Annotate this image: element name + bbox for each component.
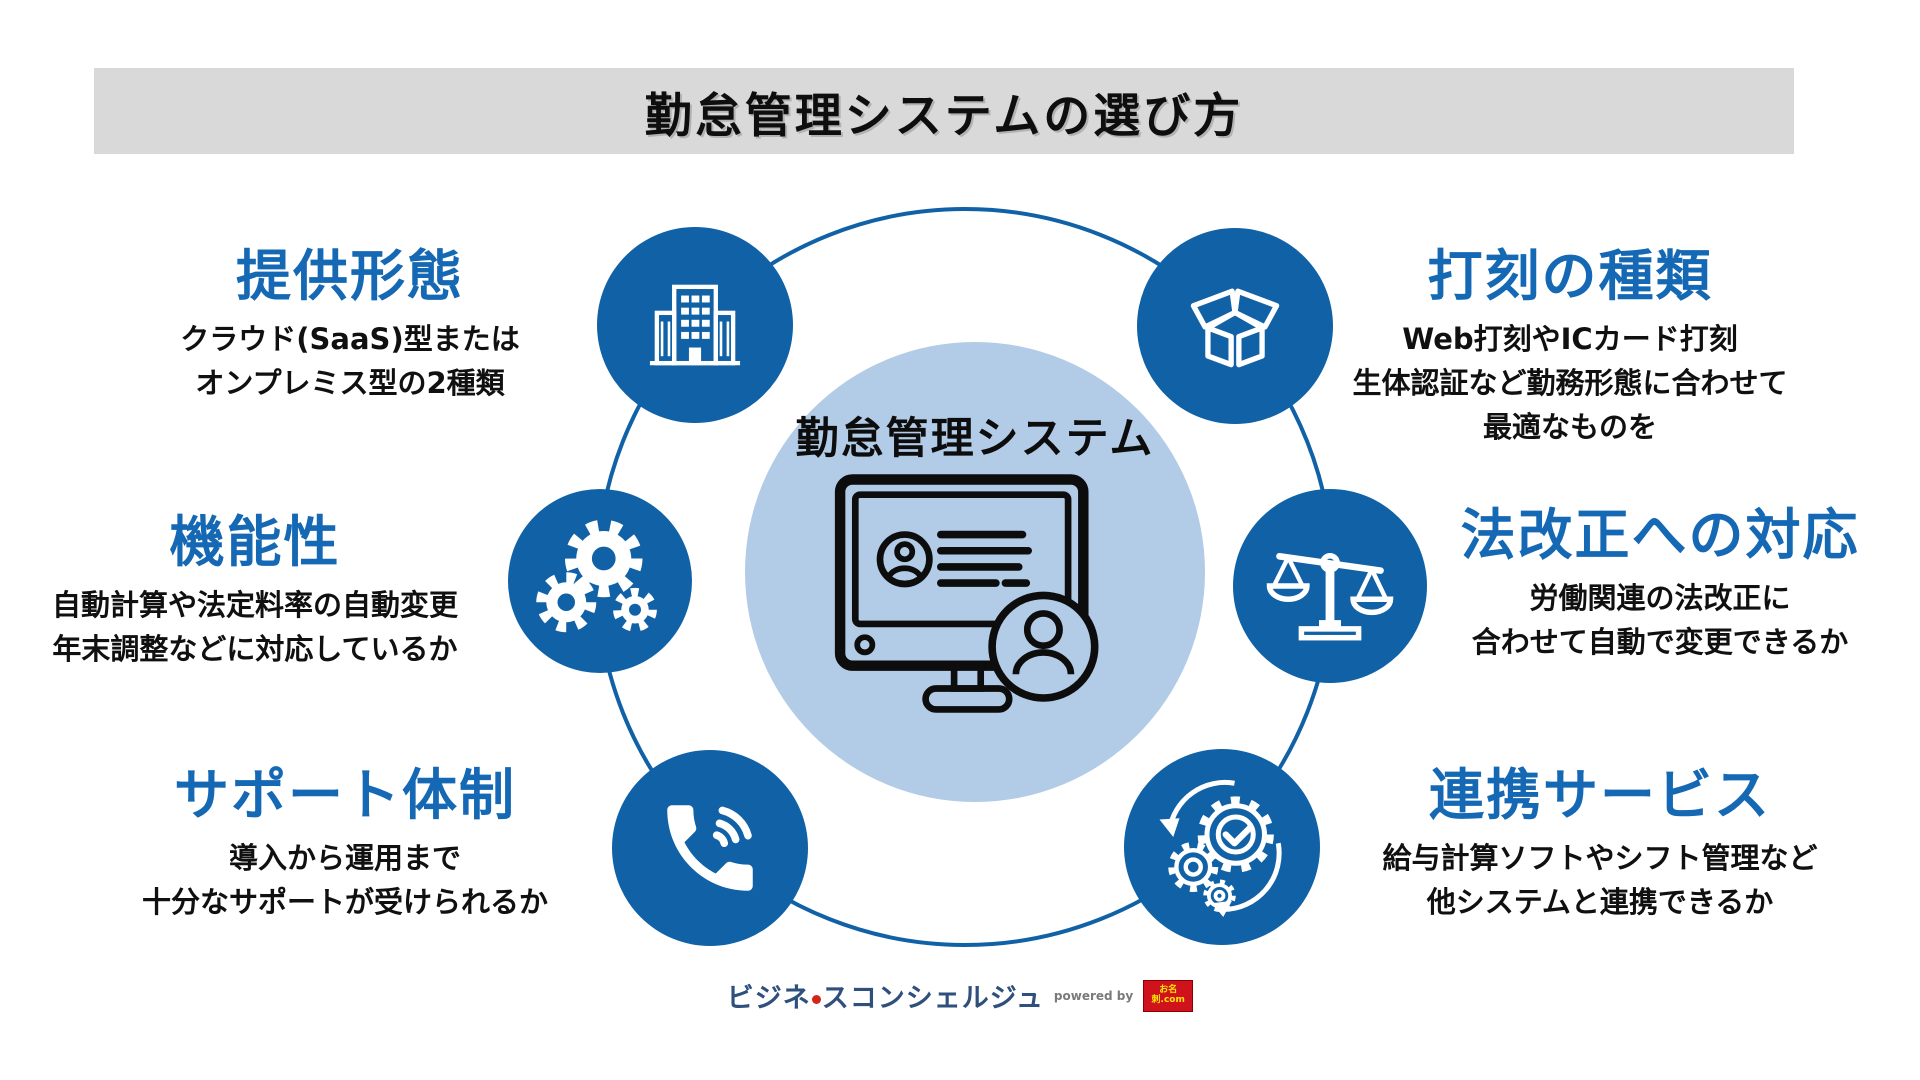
- section-support: サポート体制 導入から運用まで 十分なサポートが受けられるか: [100, 765, 590, 924]
- section-stamping: 打刻の種類 Web打刻やICカード打刻 生体認証など勤務形態に合わせて 最適なも…: [1325, 246, 1815, 449]
- title-banner: 勤怠管理システムの選び方: [94, 68, 1794, 154]
- satellite-integration: [1124, 749, 1320, 945]
- section-support-heading: サポート体制: [173, 763, 516, 827]
- satellite-stamping: [1137, 228, 1333, 424]
- section-law-revision-desc: 合わせて自動で変更できるか: [1471, 624, 1849, 659]
- section-integration-desc: 他システムと連携できるか: [1426, 884, 1774, 919]
- section-integration-desc: 給与計算ソフトやシフト管理など: [1382, 840, 1818, 875]
- section-provision-desc: オンプレミス型の2種類: [195, 365, 505, 400]
- hub-label: 勤怠管理システム: [795, 414, 1155, 464]
- building-icon: [649, 284, 741, 366]
- brand-wordmark: ビジネスコンシェルジュ: [727, 976, 1044, 1015]
- section-functionality-desc: 自動計算や法定料率の自動変更: [51, 587, 458, 622]
- satellite-functionality: [508, 489, 692, 673]
- section-integration-heading: 連携サービス: [1428, 763, 1771, 827]
- section-law-revision-heading: 法改正への対応: [1460, 503, 1860, 567]
- phone-icon: [667, 805, 753, 891]
- brand-text-right: スコンシェルジュ: [821, 983, 1044, 1014]
- section-provision-heading: 提供形態: [235, 244, 464, 308]
- powered-by-label: powered by: [1053, 988, 1134, 1003]
- section-stamping-heading: 打刻の種類: [1427, 244, 1713, 308]
- balance-scales-icon: [1266, 553, 1394, 641]
- sync-gears-icon: [1159, 779, 1282, 917]
- brand-dot-icon: [811, 995, 821, 1004]
- page-title: 勤怠管理システムの選び方: [644, 88, 1244, 144]
- section-integration: 連携サービス 給与計算ソフトやシフト管理など 他システムと連携できるか: [1355, 765, 1845, 924]
- brand-text-left: ビジネ: [726, 983, 811, 1014]
- section-provision: 提供形態 クラウド(SaaS)型または オンプレミス型の2種類: [105, 246, 595, 405]
- footer-logo: ビジネスコンシェルジュ powered by お名刺.com: [0, 976, 1920, 1015]
- open-box-icon: [1190, 288, 1280, 368]
- section-law-revision-desc: 労働関連の法改正に: [1529, 580, 1791, 615]
- computer-monitor-icon: [834, 474, 1099, 713]
- satellite-law-revision: [1233, 489, 1427, 683]
- section-functionality-heading: 機能性: [169, 510, 341, 574]
- hub-circle: 勤怠管理システム: [745, 342, 1205, 802]
- gears-icon: [536, 519, 657, 633]
- section-support-desc: 十分なサポートが受けられるか: [141, 884, 548, 919]
- section-law-revision: 法改正への対応 労働関連の法改正に 合わせて自動で変更できるか: [1415, 505, 1905, 664]
- partner-badge: お名刺.com: [1143, 979, 1194, 1012]
- section-stamping-desc: 生体認証など勤務形態に合わせて: [1352, 365, 1788, 400]
- section-provision-desc: クラウド(SaaS)型または: [180, 321, 520, 356]
- section-stamping-desc: Web打刻やICカード打刻: [1402, 321, 1738, 356]
- satellite-provision: [597, 227, 793, 423]
- section-functionality: 機能性 自動計算や法定料率の自動変更 年末調整などに対応しているか: [10, 512, 500, 671]
- section-functionality-desc: 年末調整などに対応しているか: [52, 631, 458, 666]
- section-stamping-desc: 最適なものを: [1482, 409, 1657, 444]
- section-support-desc: 導入から運用まで: [228, 840, 461, 875]
- satellite-support: [612, 750, 808, 946]
